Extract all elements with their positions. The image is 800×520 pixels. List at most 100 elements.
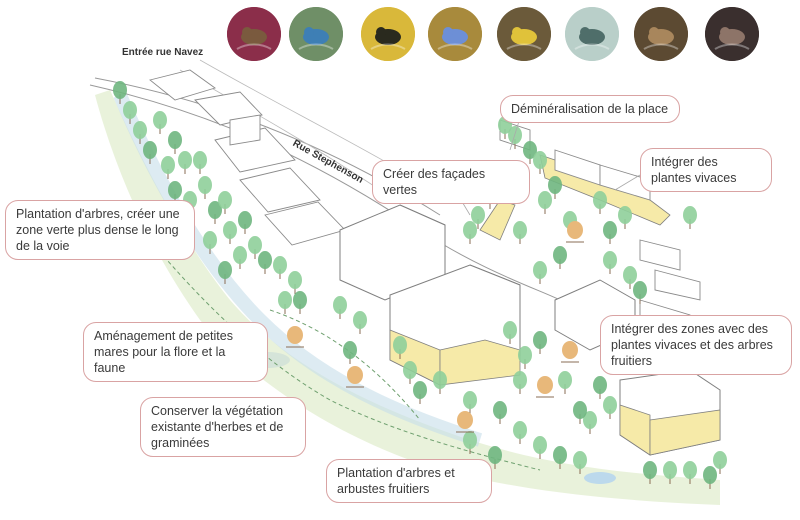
tree xyxy=(273,256,287,279)
callout-plantation-voie: Plantation d'arbres, créer une zone vert… xyxy=(5,200,195,260)
fruit-trees xyxy=(286,221,584,433)
bumblebee-icon xyxy=(361,7,415,61)
tree xyxy=(133,121,147,144)
tree xyxy=(603,251,617,274)
tree xyxy=(488,446,502,469)
tree xyxy=(208,201,222,224)
tree xyxy=(343,341,357,364)
tree xyxy=(223,221,237,244)
fruit-tree xyxy=(346,366,364,388)
tree xyxy=(573,401,587,424)
tree xyxy=(633,281,647,304)
callout-demineralisation: Déminéralisation de la place xyxy=(500,95,680,123)
tree xyxy=(523,141,537,164)
leader-line xyxy=(509,117,521,151)
tree xyxy=(471,206,485,229)
bird-icon xyxy=(227,7,281,61)
tree xyxy=(553,246,567,269)
tree xyxy=(533,261,547,284)
fruit-tree xyxy=(456,411,474,433)
tree xyxy=(248,236,262,259)
tree xyxy=(168,131,182,154)
callout-fruitiers: Plantation d'arbres et arbustes fruitier… xyxy=(326,459,492,503)
callout-mares: Aménagement de petites mares pour la flo… xyxy=(83,322,268,382)
fruit-tree xyxy=(536,376,554,398)
trees xyxy=(113,81,727,489)
tree xyxy=(683,206,697,229)
callout-vivaces: Intégrer des plantes vivaces xyxy=(640,148,772,192)
dragonfly-icon xyxy=(565,7,619,61)
tree xyxy=(623,266,637,289)
green-corridor xyxy=(95,90,720,505)
tree xyxy=(218,261,232,284)
tree xyxy=(178,151,192,174)
water-strip xyxy=(113,92,483,447)
tree xyxy=(513,421,527,444)
callout-zones-fruitiers: Intégrer des zones avec des plantes viva… xyxy=(600,315,792,375)
tree xyxy=(538,191,552,214)
tree xyxy=(553,446,567,469)
tree xyxy=(113,81,127,104)
tree xyxy=(198,176,212,199)
tree xyxy=(153,111,167,134)
tree xyxy=(463,391,477,414)
tree xyxy=(518,346,532,369)
tree xyxy=(713,451,727,474)
tree xyxy=(463,431,477,454)
tree xyxy=(558,371,572,394)
tree xyxy=(548,176,562,199)
tree xyxy=(403,361,417,384)
bat-icon xyxy=(705,7,759,61)
tree xyxy=(603,396,617,419)
tree xyxy=(533,151,547,174)
tree xyxy=(463,221,477,244)
tree xyxy=(143,141,157,164)
tree xyxy=(618,206,632,229)
tree xyxy=(683,461,697,484)
frog-icon xyxy=(634,7,688,61)
entrance-label: Entrée rue Navez xyxy=(122,47,204,58)
tree xyxy=(663,461,677,484)
tree xyxy=(593,191,607,214)
tree xyxy=(573,451,587,474)
buildings-north xyxy=(149,69,346,246)
tree xyxy=(238,211,252,234)
tree xyxy=(433,371,447,394)
tree xyxy=(583,411,597,434)
pond xyxy=(584,472,616,484)
damselfly-icon xyxy=(289,7,343,61)
tree xyxy=(353,311,367,334)
tree xyxy=(493,401,507,424)
leader-line xyxy=(614,174,641,191)
tree xyxy=(278,291,292,314)
tree xyxy=(643,461,657,484)
callout-vegetation: Conserver la végétation existante d'herb… xyxy=(140,397,306,457)
tree xyxy=(513,221,527,244)
tree xyxy=(218,191,232,214)
tree xyxy=(393,336,407,359)
tree xyxy=(533,331,547,354)
tree xyxy=(161,156,175,179)
path-dashed xyxy=(149,239,541,471)
tree xyxy=(203,231,217,254)
street-line xyxy=(199,59,401,171)
tree xyxy=(258,251,272,274)
callout-facades: Créer des façades vertes xyxy=(372,160,530,204)
tree xyxy=(513,371,527,394)
tree xyxy=(233,246,247,269)
great-tit-icon xyxy=(497,7,551,61)
tree xyxy=(293,291,307,314)
tree xyxy=(193,151,207,174)
fruit-tree xyxy=(566,221,584,243)
tree xyxy=(603,221,617,244)
tree xyxy=(593,376,607,399)
tree xyxy=(123,101,137,124)
street-line xyxy=(89,84,561,301)
tree xyxy=(533,436,547,459)
tree xyxy=(288,271,302,294)
butterfly-icon xyxy=(428,7,482,61)
tree xyxy=(333,296,347,319)
tree xyxy=(503,321,517,344)
fruit-tree xyxy=(286,326,304,348)
